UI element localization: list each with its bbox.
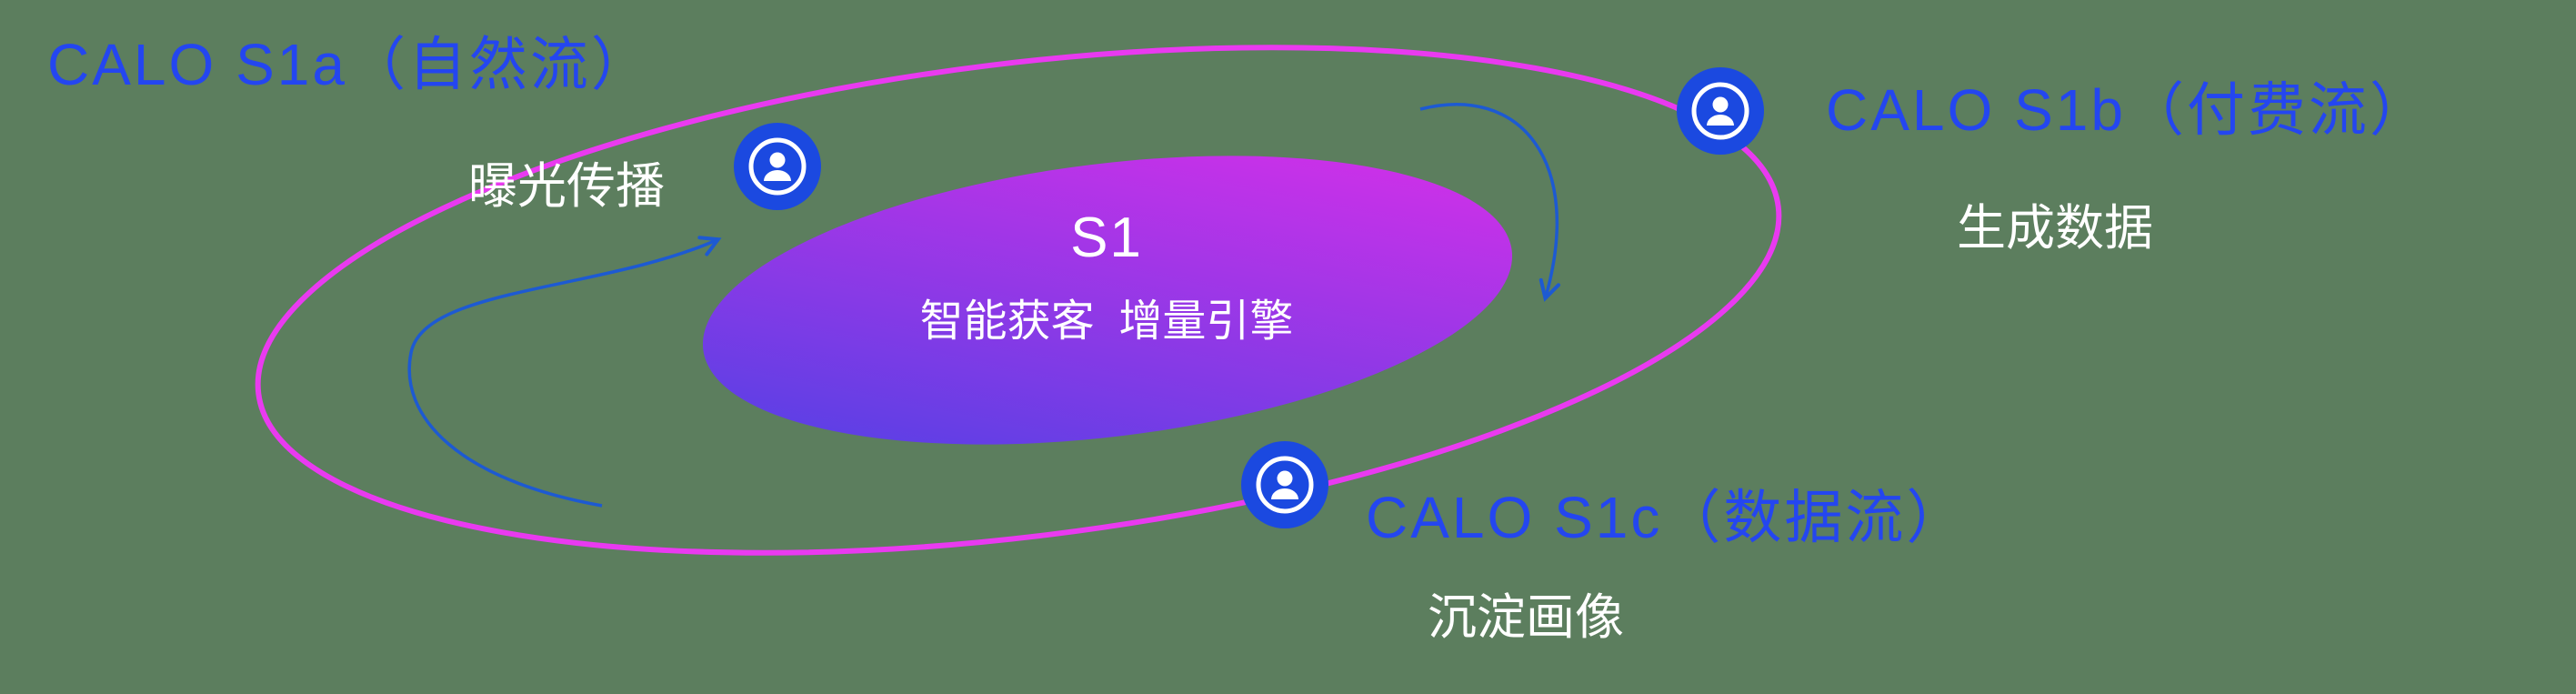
- label-s1c-title: CALO S1c（数据流）: [1366, 485, 1968, 550]
- node-s1a: [734, 123, 821, 210]
- node-s1b: [1677, 67, 1764, 155]
- label-s1a-subtitle: 曝光传播: [468, 159, 665, 214]
- label-s1b-subtitle: 生成数据: [1957, 201, 2153, 256]
- core-label-group: S1 智能获客 增量引擎: [834, 206, 1379, 348]
- node-s1c: [1241, 441, 1328, 528]
- user-circle-icon: [1677, 67, 1764, 155]
- core-subtitle: 智能获客 增量引擎: [919, 297, 1294, 346]
- user-circle-icon: [734, 123, 821, 210]
- flow-arrow-left: [407, 236, 722, 508]
- user-circle-icon: [1241, 441, 1328, 528]
- label-s1b-title: CALO S1b（付费流）: [1826, 77, 2431, 143]
- label-s1a-title: CALO S1a（自然流）: [47, 32, 652, 97]
- label-s1c-subtitle: 沉淀画像: [1428, 590, 1624, 645]
- core-title: S1: [1070, 206, 1143, 269]
- orbit-ring: [255, 45, 1782, 556]
- flow-arrow-right: [1419, 103, 1560, 302]
- core-ellipse: [702, 156, 1513, 445]
